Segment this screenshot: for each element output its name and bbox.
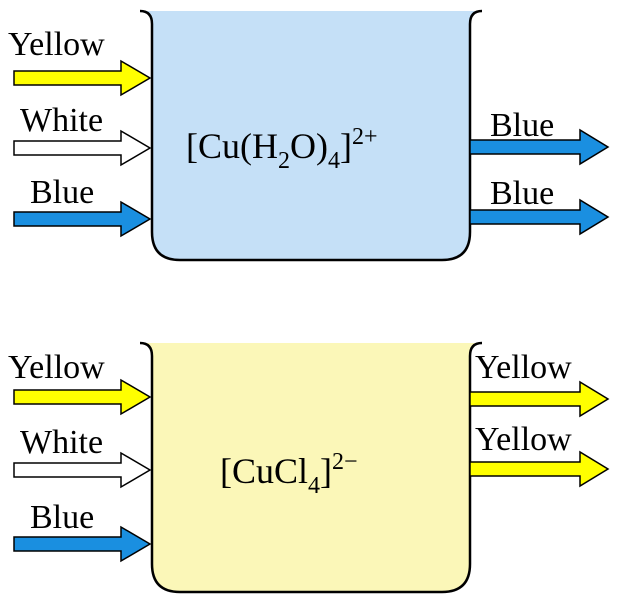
bottom-panel: [CuCl4]2− Yellow White Blue Yellow Yello… bbox=[8, 341, 610, 594]
top-input-label-yellow: Yellow bbox=[8, 26, 105, 63]
top-input-label-white: White bbox=[20, 102, 103, 139]
top-beaker bbox=[139, 9, 483, 262]
bottom-output-arrow-yellow-1 bbox=[469, 380, 610, 418]
bottom-input-label-white: White bbox=[20, 424, 103, 461]
bottom-input-label-blue: Blue bbox=[30, 499, 94, 536]
top-output-arrow-blue-2 bbox=[469, 198, 610, 236]
bottom-input-arrow-blue bbox=[13, 525, 152, 563]
top-output-label-blue-1: Blue bbox=[490, 107, 554, 144]
bottom-beaker bbox=[139, 341, 483, 594]
bottom-formula: [CuCl4]2− bbox=[220, 449, 358, 499]
bottom-input-arrow-white bbox=[13, 451, 152, 489]
bottom-input-label-yellow: Yellow bbox=[8, 349, 105, 386]
top-input-arrow-blue bbox=[13, 200, 152, 238]
bottom-output-arrow-yellow-2 bbox=[469, 450, 610, 488]
top-input-label-blue: Blue bbox=[30, 174, 94, 211]
top-formula: [Cu(H2O)4]2+ bbox=[186, 124, 378, 174]
top-panel: [Cu(H2O)4]2+ Yellow White Blue Blue Blue bbox=[8, 9, 610, 262]
bottom-input-arrow-yellow bbox=[13, 378, 152, 416]
top-input-arrow-white bbox=[13, 129, 152, 167]
top-input-arrow-yellow bbox=[13, 59, 152, 97]
bottom-output-label-yellow-1: Yellow bbox=[475, 349, 572, 386]
bottom-output-label-yellow-2: Yellow bbox=[475, 421, 572, 458]
top-output-label-blue-2: Blue bbox=[490, 175, 554, 212]
top-output-arrow-blue-1 bbox=[469, 128, 610, 166]
